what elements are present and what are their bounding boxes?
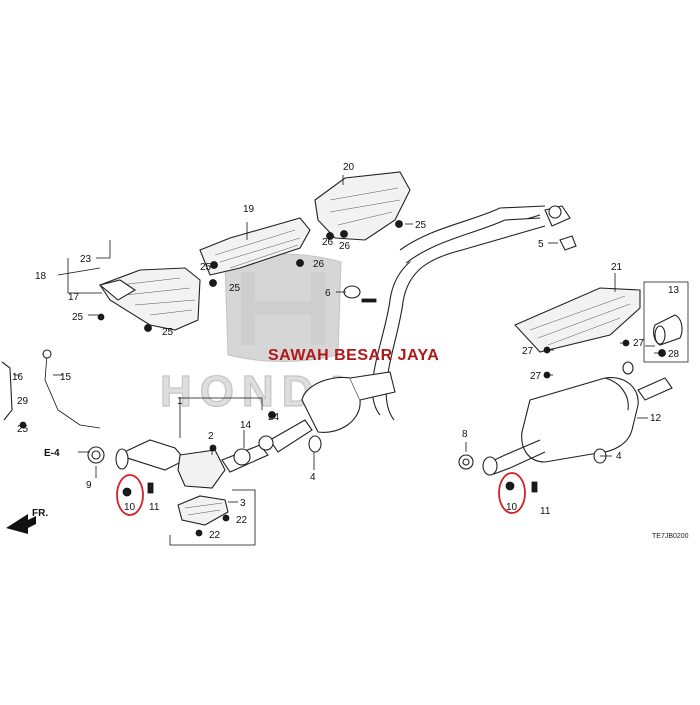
callout-22a: 22 bbox=[236, 515, 248, 526]
rubber-hanger-5 bbox=[559, 235, 577, 251]
rubber-hanger-4a bbox=[308, 435, 322, 453]
heat-shield-muffler bbox=[514, 287, 641, 353]
callout-23: 23 bbox=[80, 254, 92, 265]
lower-heat-shield bbox=[177, 495, 229, 526]
front-direction-arrow: FR. bbox=[6, 508, 48, 534]
callout-24: 24 bbox=[268, 412, 280, 423]
callout-5: 5 bbox=[538, 239, 544, 250]
callout-26b: 26 bbox=[322, 237, 334, 248]
callout-18: 18 bbox=[35, 271, 47, 282]
callout-6: 6 bbox=[325, 288, 331, 299]
callout-8: 8 bbox=[462, 429, 468, 440]
rubber-hanger-right bbox=[622, 361, 634, 375]
callout-20: 20 bbox=[343, 162, 355, 173]
callout-25a: 25 bbox=[72, 312, 84, 323]
gasket-ring-8-inner bbox=[462, 458, 470, 466]
honda-logo-watermark bbox=[224, 253, 342, 362]
callout-26c: 26 bbox=[339, 241, 351, 252]
tail-pipe-finisher-box bbox=[643, 281, 689, 363]
callout-10b: 10 bbox=[506, 502, 518, 513]
heat-shield-center bbox=[199, 217, 311, 276]
callout-4a: 4 bbox=[310, 472, 316, 483]
svg-text:FR.: FR. bbox=[32, 508, 48, 519]
callout-21: 21 bbox=[611, 262, 623, 273]
callout-25f: 25 bbox=[17, 424, 29, 435]
callout-13: 13 bbox=[668, 285, 680, 296]
flange-gasket bbox=[258, 435, 274, 451]
callout-27a: 27 bbox=[522, 346, 534, 357]
callout-25b: 25 bbox=[162, 327, 174, 338]
callout-25e: 25 bbox=[415, 220, 427, 231]
callout-10a: 10 bbox=[124, 502, 136, 513]
callout-15: 15 bbox=[60, 372, 72, 383]
part-callouts: 20 19 23 18 17 25 25 25 25 25 24 26 26 2… bbox=[12, 162, 680, 541]
heat-shield-front bbox=[98, 267, 201, 331]
gasket-ring-14 bbox=[233, 448, 251, 466]
oxygen-sensor bbox=[1, 349, 101, 429]
gasket-ring-9-inner bbox=[91, 450, 101, 460]
callout-28: 28 bbox=[668, 349, 680, 360]
highlight-circle-rear bbox=[498, 472, 526, 514]
callout-16: 16 bbox=[12, 372, 24, 383]
callout-27c: 27 bbox=[633, 338, 645, 349]
callout-17: 17 bbox=[68, 292, 80, 303]
callout-26a: 26 bbox=[313, 259, 325, 270]
callout-1: 1 bbox=[177, 396, 183, 407]
center-muffler bbox=[269, 371, 396, 453]
reference-e4: E-4 bbox=[44, 448, 60, 459]
callout-11b: 11 bbox=[540, 506, 551, 517]
callout-12: 12 bbox=[650, 413, 662, 424]
callout-27b: 27 bbox=[530, 371, 542, 382]
center-pipe bbox=[371, 205, 571, 421]
callout-2: 2 bbox=[208, 431, 214, 442]
diagram-code: TE7JB0200 bbox=[652, 533, 689, 540]
callout-29: 29 bbox=[17, 396, 29, 407]
callout-22b: 22 bbox=[209, 530, 221, 541]
callout-25d: 25 bbox=[229, 283, 241, 294]
rear-muffler bbox=[482, 377, 673, 476]
callout-19: 19 bbox=[243, 204, 255, 215]
callout-11a: 11 bbox=[149, 502, 160, 513]
heat-shield-rear-upper bbox=[314, 171, 411, 241]
callout-14: 14 bbox=[240, 420, 252, 431]
callout-4b: 4 bbox=[616, 451, 622, 462]
rubber-hanger-6 bbox=[343, 285, 361, 299]
callout-25c: 25 bbox=[200, 262, 212, 273]
callout-3: 3 bbox=[240, 498, 246, 509]
highlight-circle-front bbox=[116, 474, 144, 516]
shop-name-watermark: SAWAH BESAR JAYA bbox=[268, 347, 439, 364]
leader-lines bbox=[14, 175, 662, 546]
callout-9: 9 bbox=[86, 480, 92, 491]
